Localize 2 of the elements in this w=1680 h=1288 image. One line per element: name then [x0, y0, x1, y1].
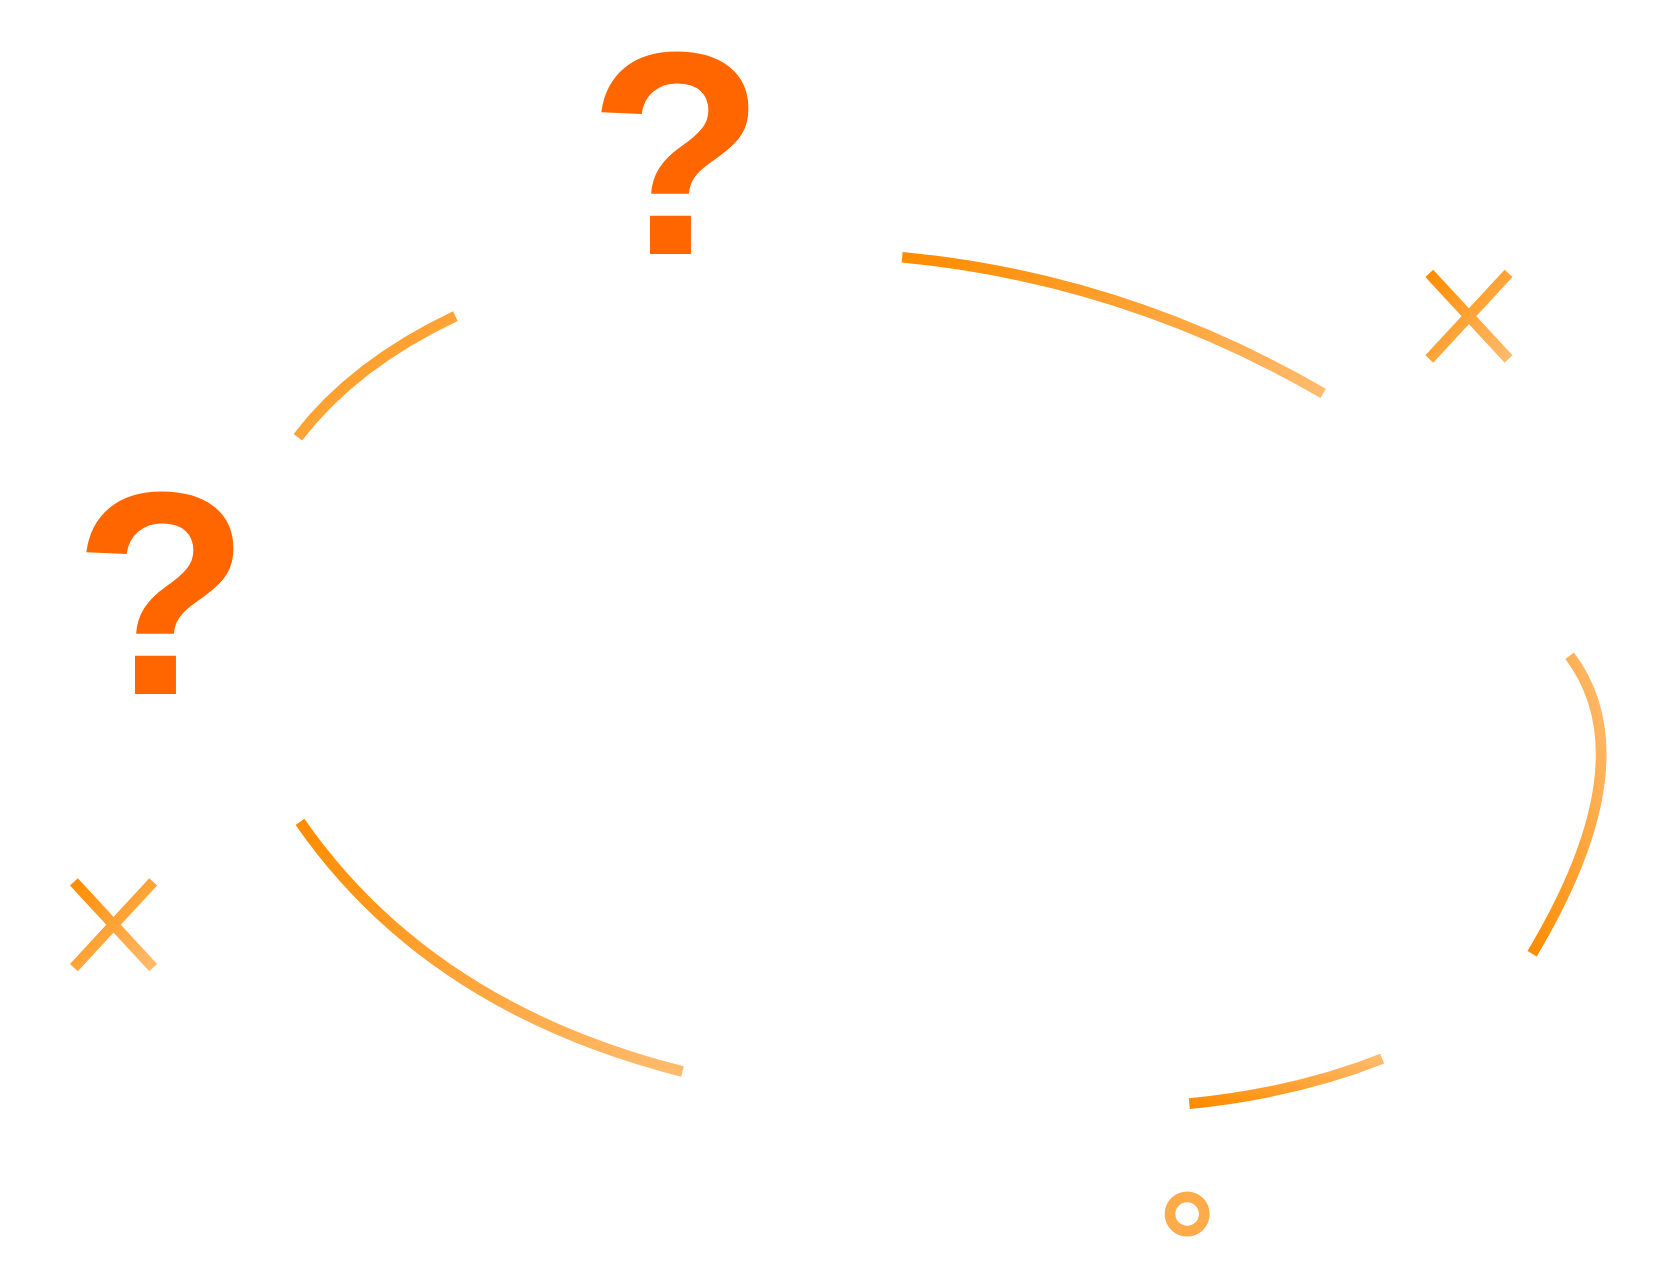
question-mark: ? — [588, 8, 766, 298]
question-mark: ? — [73, 448, 251, 738]
